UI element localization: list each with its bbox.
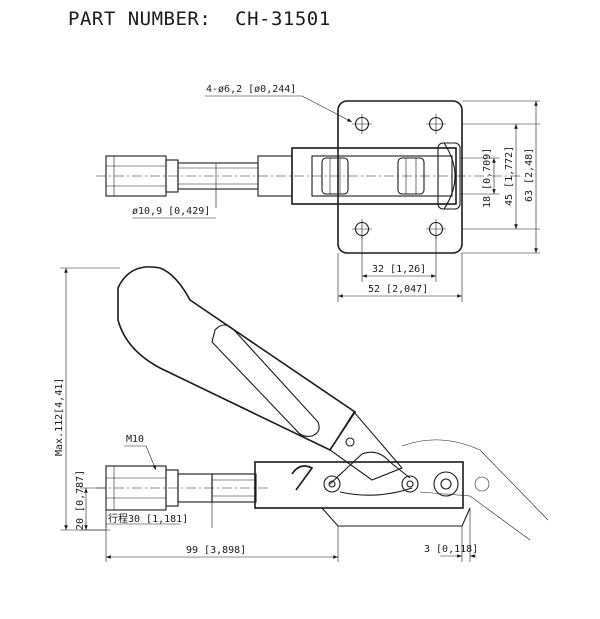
top-view xyxy=(96,100,520,254)
top-view-dimensions: 4-ø6,2 [ø0,244] ø10,9 [0,429] 18 [0,709]… xyxy=(132,84,540,302)
rod-diameter-label: ø10,9 [0,429] xyxy=(132,206,210,217)
dim-45-label: 45 [1,772] xyxy=(504,146,515,206)
base-plate xyxy=(337,100,463,254)
stroke-label: 行程30 [1,181] xyxy=(108,512,188,525)
part-number-value: CH-31501 xyxy=(235,8,331,30)
max-112-label: Max.112[4,41] xyxy=(54,378,65,456)
dim-32-label: 32 [1,26] xyxy=(372,264,426,275)
part-number-title: PART NUMBER: CH-31501 xyxy=(68,8,331,30)
dim-99-label: 99 [3,898] xyxy=(186,545,246,556)
dim-20-label: 20 [0,787] xyxy=(75,470,86,530)
part-number-label: PART NUMBER: xyxy=(68,8,212,30)
dim-63-label: 63 [2,48] xyxy=(524,148,535,202)
dim-52-label: 52 [2,047] xyxy=(368,284,428,295)
hole-spec-label: 4-ø6,2 [ø0,244] xyxy=(206,84,296,95)
thread-label: M10 xyxy=(126,434,144,445)
dim-3-label: 3 [0,118] xyxy=(424,544,478,555)
handle-grip xyxy=(117,266,357,452)
side-view xyxy=(96,266,549,541)
dim-18-label: 18 [0,709] xyxy=(482,148,493,208)
mounting-holes xyxy=(352,114,446,239)
side-view-dimensions: Max.112[4,41] M10 20 [0,787] 行程30 [1,181… xyxy=(54,267,478,562)
